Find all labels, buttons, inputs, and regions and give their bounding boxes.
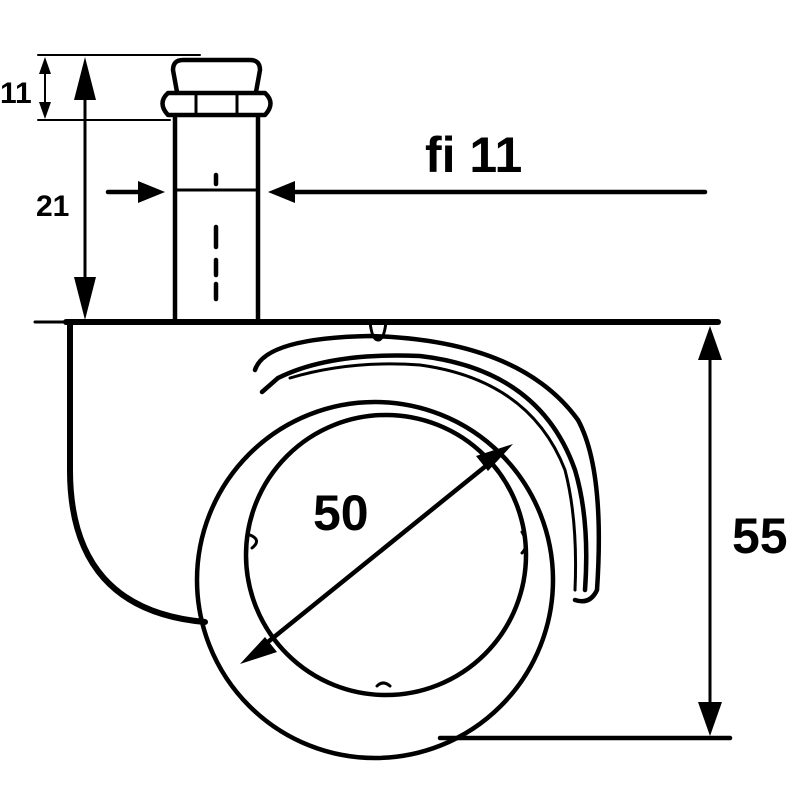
dimension-label-overall-height: 55 [732,508,788,564]
caster-fork [63,319,721,625]
dimension-wheel-diameter [240,444,513,664]
fork-guard-arc [259,353,589,593]
stem-pin [160,57,273,325]
caster-wheel [194,399,556,761]
dimension-label-stem-height: 21 [36,190,69,223]
dimension-cap-height [39,57,51,119]
dimension-label-stem-diameter: fi 11 [425,127,522,183]
dimension-label-wheel-diameter: 50 [313,485,369,541]
fork-housing-outline [67,319,208,625]
wheel-outer [194,399,556,761]
dimension-overall-height [698,326,722,736]
dimension-label-cap-height: 11 [0,77,32,110]
stem-cap [170,57,263,95]
fork-inner-arc [252,333,602,604]
stem-shaft [172,115,261,325]
dimension-stem-diameter [105,181,708,203]
fork-top-notch [368,320,388,342]
hex-nut [160,90,273,118]
dimension-stem-height [74,57,96,320]
wheel-hub [243,412,529,698]
